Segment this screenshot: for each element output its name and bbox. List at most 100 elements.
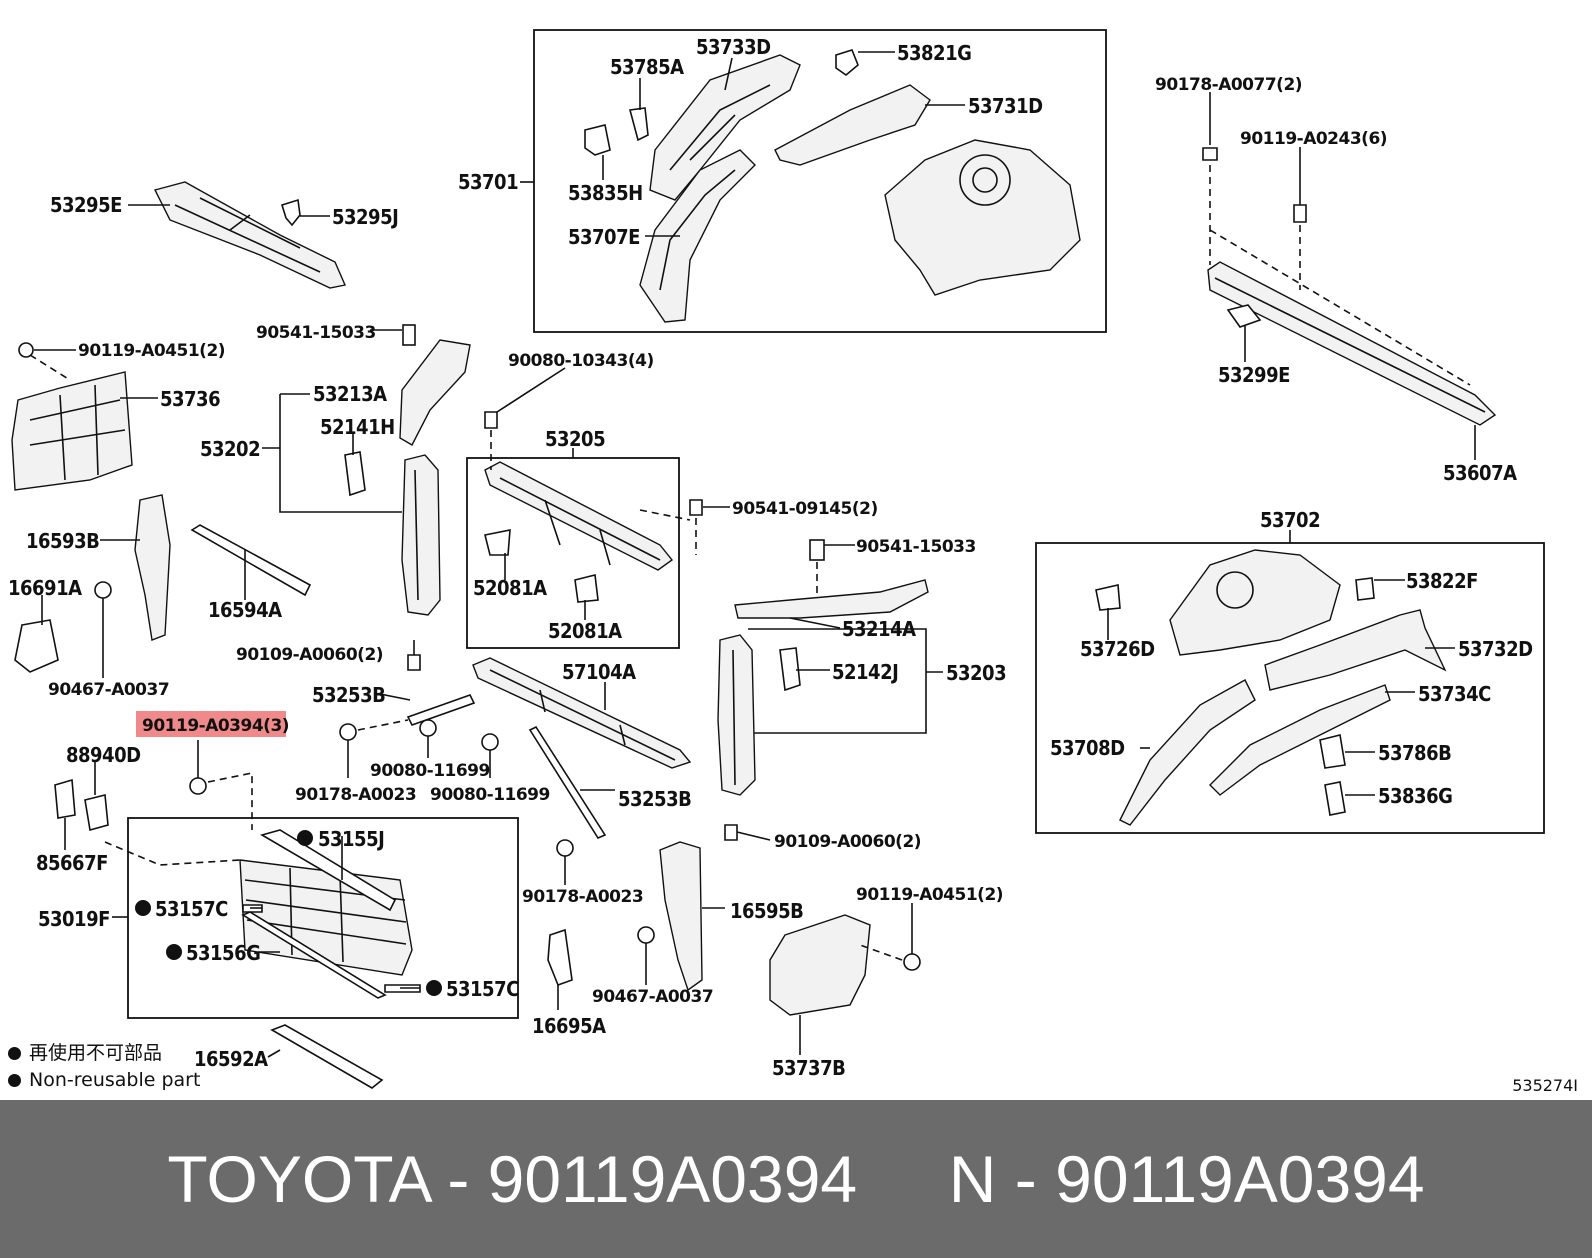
part-label-90178-A0023-left: 90178-A0023 [295, 785, 416, 805]
part-label-52081A-1: 52081A [473, 576, 547, 600]
part-shape-53295E [153, 181, 346, 289]
part-shape-53019F-grille [239, 859, 413, 976]
highlighted-part-marker [136, 711, 286, 737]
part-label-52142J: 52142J [832, 660, 898, 684]
part-label-90178-A0077: 90178-A0077(2) [1155, 75, 1302, 95]
part-label-90080-11699-b: 90080-11699 [430, 785, 550, 805]
part-shape-53299E [1226, 304, 1262, 328]
part-label-53253B-2: 53253B [618, 787, 691, 811]
part-label-53202: 53202 [200, 437, 260, 461]
part-shape-53821G [835, 49, 859, 77]
part-label-53736: 53736 [160, 387, 220, 411]
part-shape-90467-A0037-right [637, 926, 655, 944]
part-label-53214A: 53214A [842, 617, 916, 641]
part-shape-16592A [270, 1024, 384, 1089]
part-shape-52141H [344, 451, 366, 497]
non-reusable-dot-53156G [166, 944, 182, 960]
part-shape-53702-apron [1169, 549, 1341, 656]
part-shape-53737B [769, 914, 871, 1016]
part-label-85667F: 85667F [36, 851, 108, 875]
part-label-53701: 53701 [458, 170, 518, 194]
part-label-90119-A0451-right: 90119-A0451(2) [856, 885, 1003, 905]
part-label-90119-A0394-highlighted: 90119-A0394(3) [142, 716, 289, 736]
group-box-53701 [533, 29, 1107, 333]
part-shape-90178-A0023-right [556, 839, 574, 857]
part-shape-90080-11699-a [419, 719, 437, 737]
part-label-90119-A0243: 90119-A0243(6) [1240, 129, 1387, 149]
part-shape-88940D [84, 793, 109, 832]
part-shape-16593B [134, 494, 171, 641]
part-label-53734C: 53734C [1418, 682, 1491, 706]
part-label-53702: 53702 [1260, 508, 1320, 532]
part-shape-53213A [399, 339, 471, 446]
part-label-16594A: 16594A [208, 598, 282, 622]
part-shape-53203-upright [717, 634, 756, 796]
part-shape-53295J [281, 198, 301, 227]
caption-text: TOYOTA - 90119A0394 N - 90119A0394 [167, 1142, 1425, 1216]
part-shape-90080-10343 [484, 411, 498, 429]
part-shape-90109-A0060-left [407, 654, 421, 671]
part-shape-53205 [484, 461, 674, 571]
part-label-90080-10343: 90080-10343(4) [508, 351, 654, 371]
part-shape-90467-A0037-left [94, 581, 112, 599]
part-label-16595B: 16595B [730, 899, 803, 923]
part-shape-53156G [241, 911, 387, 999]
part-label-90541-15033-top: 90541-15033 [256, 323, 376, 343]
part-label-53786B: 53786B [1378, 741, 1451, 765]
part-shape-90109-A0060-right [724, 824, 738, 841]
part-shape-53732D [1264, 609, 1447, 691]
part-shape-90178-A0023-left [339, 723, 357, 741]
part-shape-53731D [774, 84, 931, 166]
part-label-90467-A0037-left: 90467-A0037 [48, 680, 169, 700]
part-label-53295E: 53295E [50, 193, 122, 217]
part-shape-53836G [1324, 781, 1346, 816]
part-shape-90119-A0243 [1293, 204, 1307, 223]
part-label-53707E: 53707E [568, 225, 640, 249]
part-shape-53786B [1319, 734, 1346, 769]
part-label-52081A-2: 52081A [548, 619, 622, 643]
part-label-53213A: 53213A [313, 382, 387, 406]
non-reusable-dot-53155J [297, 830, 313, 846]
part-label-53708D: 53708D [1050, 736, 1125, 760]
part-label-90080-11699-a: 90080-11699 [370, 761, 490, 781]
part-label-16593B: 16593B [26, 529, 99, 553]
part-label-53253B-1: 53253B [312, 683, 385, 707]
part-label-90541-15033-right: 90541-15033 [856, 537, 976, 557]
non-reusable-dot-53157C-1 [135, 900, 151, 916]
part-label-90109-A0060-right: 90109-A0060(2) [774, 832, 921, 852]
part-label-90541-09145: 90541-09145(2) [732, 499, 878, 519]
part-shape-53253B-2 [528, 725, 607, 840]
diagram-drawing: 53295E 53295J 53701 53785A 53733D 53821G… [8, 29, 1545, 1089]
part-label-53733D: 53733D [696, 35, 771, 59]
part-label-53155J: 53155J [318, 827, 384, 851]
part-label-88940D: 88940D [66, 743, 141, 767]
part-label-53295J: 53295J [332, 205, 398, 229]
part-label-53205: 53205 [545, 427, 605, 451]
part-label-53156G: 53156G [186, 941, 260, 965]
part-label-53731D: 53731D [968, 94, 1043, 118]
legend: 再使用不可部品 Non-reusable part [8, 1040, 200, 1094]
part-shape-90178-A0077 [1202, 147, 1218, 161]
part-shape-inner-apron [884, 139, 1081, 296]
part-label-53835H: 53835H [568, 181, 643, 205]
part-label-90178-A0023-right: 90178-A0023 [522, 887, 643, 907]
part-shape-52081A-1 [484, 529, 511, 556]
part-label-90109-A0060-left: 90109-A0060(2) [236, 645, 383, 665]
caption-bar: TOYOTA - 90119A0394 N - 90119A0394 [0, 1100, 1592, 1258]
legend-dot [8, 1074, 21, 1087]
part-shape-53822F [1355, 577, 1375, 601]
part-shape-53726D [1095, 584, 1121, 611]
part-label-90467-A0037-right: 90467-A0037 [592, 987, 713, 1007]
part-label-53785A: 53785A [610, 55, 684, 79]
part-label-53607A: 53607A [1443, 461, 1517, 485]
part-label-53019F: 53019F [38, 907, 110, 931]
part-label-53157C-2: 53157C [446, 977, 519, 1001]
part-label-52141H: 52141H [320, 415, 395, 439]
part-shape-53607A [1207, 261, 1497, 426]
part-label-53203: 53203 [946, 661, 1006, 685]
part-shape-16595B [659, 841, 703, 992]
part-label-16592A: 16592A [194, 1047, 268, 1071]
part-shape-16594A [190, 524, 312, 597]
part-label-57104A: 57104A [562, 660, 636, 684]
part-label-16691A: 16691A [8, 576, 82, 600]
